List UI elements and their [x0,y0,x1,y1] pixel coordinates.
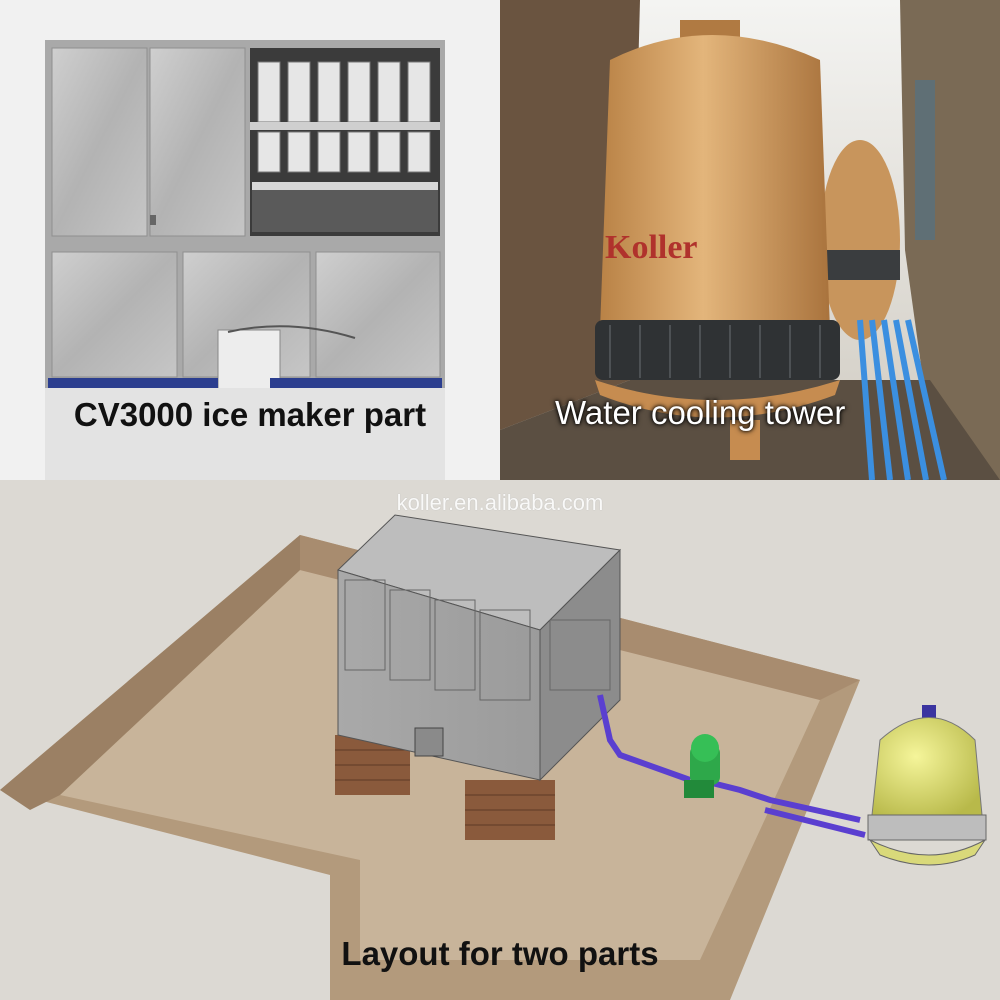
ice-maker-illustration [0,0,500,480]
cooling-tower-illustration: Koller [500,0,1000,480]
water-pump [684,734,720,798]
layout-caption: Layout for two parts [341,935,659,972]
cooling-tower-photo-panel: Koller Water cooling tower [500,0,1000,480]
connecting-pipes [597,694,866,838]
upper-mid-door [149,47,246,237]
ice-maker-photo-panel: CV3000 ice maker part [0,0,500,480]
layout-illustration [0,480,1000,1000]
watermark-text: koller.en.alibaba.com [396,490,604,515]
cooling-tower-caption: Water cooling tower [555,394,846,431]
layout-render-panel: Layout for two parts [0,480,1000,1000]
ice-maker-3d-model [337,514,622,782]
pipe-bundle [857,319,947,480]
cooling-tower: Koller [595,20,840,460]
cooling-tower-3d-model [867,705,987,866]
lower-left-panel [51,251,178,378]
ice-maker-caption: CV3000 ice maker part [73,396,427,433]
tower-brand-text: Koller [605,229,698,266]
lower-right-panel [315,251,441,378]
upper-left-door [51,47,148,237]
